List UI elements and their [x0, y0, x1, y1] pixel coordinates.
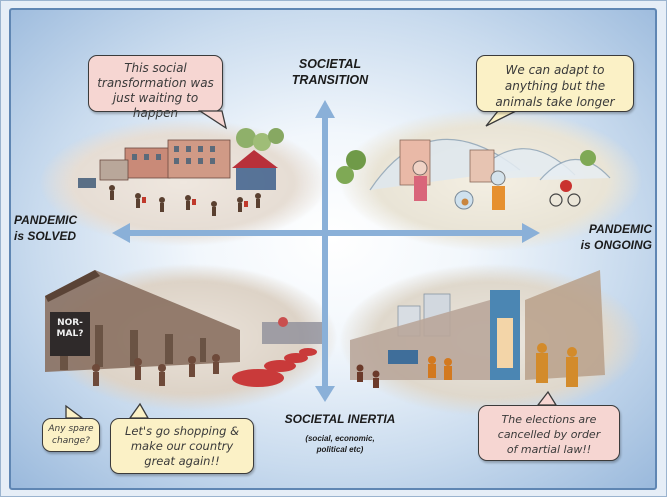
bubble-top-right-line-2: anything but the — [504, 79, 606, 93]
scene-bottom-left-mall — [45, 270, 322, 387]
bubble-top-left-line-2: transformation was — [97, 76, 214, 90]
bubble-top-right-line-1: We can adapt to — [505, 63, 605, 77]
scene-top-left-town — [78, 128, 284, 216]
bubble-bottom-left-large-line-1: Let's go shopping & — [124, 424, 240, 438]
axis-label-bottom: SOCIETAL INERTIA — [284, 412, 396, 426]
bubble-bottom-left-large-line-2: make our country — [130, 439, 234, 453]
normal-sign-line-2: MAL? — [56, 329, 84, 339]
bubble-bottom-left-small-line-1: Any spare — [48, 424, 94, 434]
axis-label-bottom-subtitle-line-1: (social, economic, — [305, 434, 375, 443]
axis-label-right: PANDEMIC is ONGOING — [522, 221, 652, 253]
speech-bubble-bottom-left-large: Let's go shopping & make our country gre… — [110, 418, 254, 474]
scene-top-right-domes — [336, 138, 611, 210]
bubble-bottom-left-large-line-3: great again!! — [144, 454, 220, 468]
speech-bubble-top-right: We can adapt to anything but the animals… — [476, 55, 634, 112]
axis-arrow-left — [112, 223, 130, 243]
speech-bubble-bottom-right: The elections are cancelled by order of … — [478, 405, 620, 461]
bubble-top-left-line-1: This social — [124, 61, 187, 75]
axis-arrow-up — [315, 100, 335, 118]
axis-label-top-line-2: TRANSITION — [291, 73, 369, 87]
axis-label-bottom-subtitle: (social, economic, political etc) — [270, 433, 410, 455]
bubble-bottom-left-small-line-2: change? — [52, 436, 90, 446]
axes — [112, 100, 540, 402]
normal-sign: NOR- MAL? — [50, 318, 90, 340]
axis-label-top-line-1: SOCIETAL — [298, 57, 362, 71]
axis-label-right-line-1: PANDEMIC — [588, 222, 652, 236]
bubble-bottom-right-line-1: The elections are — [501, 413, 597, 426]
axis-arrow-right — [522, 223, 540, 243]
axis-label-left: PANDEMIC is SOLVED — [14, 212, 134, 244]
normal-sign-line-1: NOR- — [57, 318, 83, 328]
speech-bubble-bottom-left-small: Any spare change? — [42, 418, 100, 452]
speech-bubble-top-left: This social transformation was just wait… — [88, 55, 223, 120]
axis-label-top: SOCIETAL TRANSITION — [260, 56, 400, 88]
scene-bottom-right-martial — [350, 270, 605, 388]
axis-label-left-line-2: is SOLVED — [14, 229, 77, 243]
axis-arrow-down — [315, 386, 335, 402]
bubble-top-left-line-3: just waiting to happen — [112, 91, 199, 120]
bubble-top-right-line-3: animals take longer — [495, 95, 615, 109]
axis-label-right-line-2: is ONGOING — [580, 238, 652, 252]
bubble-bottom-right-line-3: of martial law!! — [506, 443, 592, 456]
axis-label-left-line-1: PANDEMIC — [14, 213, 78, 227]
axis-label-bottom-subtitle-line-2: political etc) — [316, 445, 364, 454]
bubble-bottom-right-line-2: cancelled by order — [497, 428, 601, 441]
